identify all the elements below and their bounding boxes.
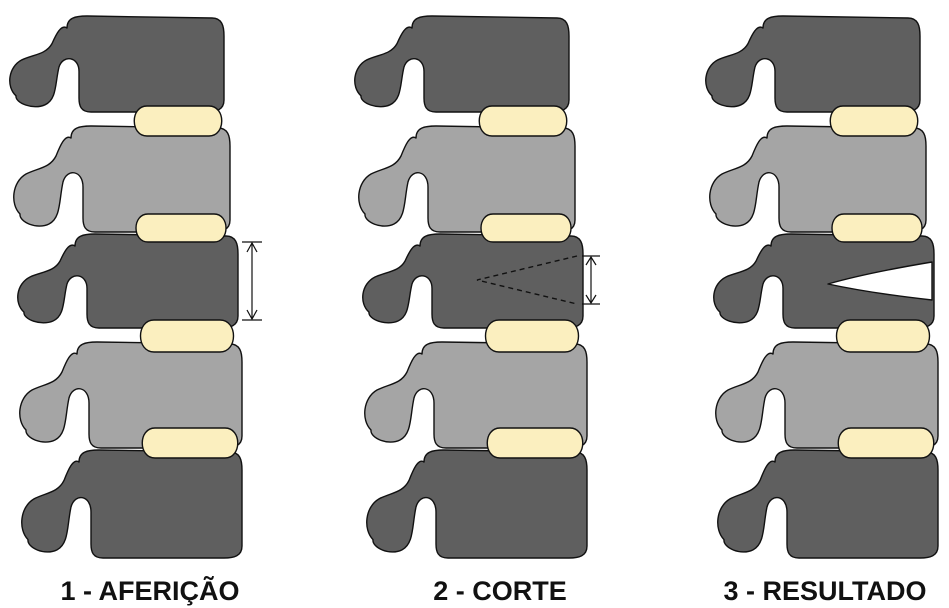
disc-4 [142,428,238,458]
vertebra-5 [718,450,938,558]
disc-4 [838,428,934,458]
vertebra-1 [355,16,569,112]
vertebra-5 [367,450,587,558]
vertebra-1 [706,16,920,112]
caption-panel-2: 2 - CORTE [370,575,630,608]
panel-result [706,16,938,558]
spine-osteotomy-diagram [0,0,949,575]
caption-panel-1: 1 - AFERIÇÃO [20,575,280,608]
disc-2 [136,214,226,242]
disc-3 [837,320,930,352]
vertebra-1 [10,16,224,112]
disc-1 [134,106,222,136]
disc-2 [481,214,571,242]
disc-3 [486,320,579,352]
disc-4 [487,428,583,458]
disc-2 [832,214,922,242]
panel-measurement [10,16,262,558]
vertebra-3 [363,234,583,328]
disc-3 [141,320,234,352]
disc-1 [479,106,567,136]
disc-1 [830,106,918,136]
panel-cut [355,16,600,558]
vertebra-5 [22,450,242,558]
vertebra-3 [18,234,238,328]
caption-panel-3: 3 - RESULTADO [700,575,949,608]
